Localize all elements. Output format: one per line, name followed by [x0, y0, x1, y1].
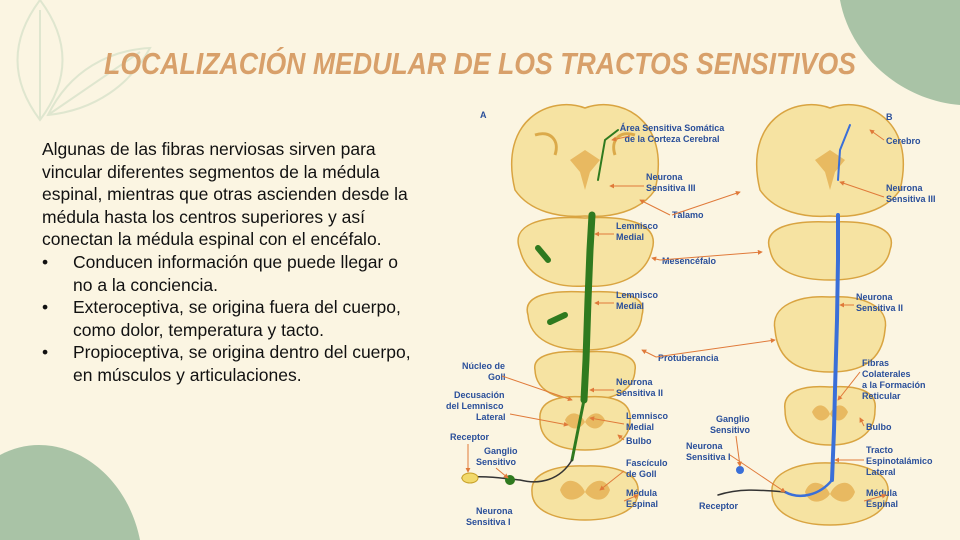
label-lemnisco-medial-c-2: Medial — [626, 422, 654, 432]
bullet-item: • Exteroceptiva, se origina fuera del cue… — [42, 296, 412, 341]
bullet-text: Exteroceptiva, se origina fuera del cuer… — [73, 297, 401, 340]
label-neurona-ii: Neurona — [616, 377, 654, 387]
label-neurona-i-2: Sensitiva I — [466, 517, 511, 527]
label-fibras-2: Colaterales — [862, 369, 911, 379]
sensory-tracts-illustration: A B Área Sensitiva Somática de la Cortez… — [446, 103, 936, 527]
label-fibras-3: a la Formación — [862, 380, 926, 390]
ganglion-b-marker — [736, 466, 744, 474]
label-neurona-iii: Neurona — [646, 172, 684, 182]
leader-arrows — [465, 129, 887, 502]
bullet-icon: • — [42, 251, 49, 272]
label-neurona-iii-b-2: Sensitiva III — [886, 194, 936, 204]
label-tracto-2: Espinotalámico — [866, 456, 933, 466]
label-area-sensitiva-2: de la Corteza Cerebral — [624, 134, 719, 144]
panel-b-tract — [717, 124, 851, 497]
label-medula-b: Médula — [866, 488, 898, 498]
label-lemnisco-2: Medial — [616, 232, 644, 242]
label-ganglio-a-2: Sensitivo — [476, 457, 517, 467]
label-ganglio-a: Ganglio — [484, 446, 518, 456]
label-nucleo-goll: Núcleo de — [462, 361, 505, 371]
label-lemnisco-medial-b: Lemnisco — [616, 290, 659, 300]
intro-paragraph: Algunas de las fibras nerviosas sirven p… — [42, 139, 408, 250]
bullet-text: Conducen información que puede llegar o … — [73, 251, 398, 295]
bullet-icon: • — [42, 342, 49, 363]
label-receptor-a: Receptor — [450, 432, 490, 442]
label-medula-b-2: Espinal — [866, 499, 898, 509]
label-tracto-3: Lateral — [866, 467, 896, 477]
label-area-sensitiva: Área Sensitiva Somática — [620, 123, 726, 133]
bullet-item: • Propioceptiva, se origina dentro del cu… — [42, 341, 412, 386]
label-neurona-ii-b: Neurona — [856, 292, 894, 302]
panel-b-label: B — [886, 112, 893, 122]
label-fasciculo-goll-2: de Goll — [626, 469, 657, 479]
label-receptor-b: Receptor — [699, 501, 739, 511]
receptor-a-marker — [461, 472, 479, 484]
label-medula-a: Médula — [626, 488, 658, 498]
label-fibras-4: Reticular — [862, 391, 901, 401]
label-decusacion-3: Lateral — [476, 412, 506, 422]
label-neurona-ii-b-2: Sensitiva II — [856, 303, 903, 313]
slide-body: Algunas de las fibras nerviosas sirven p… — [42, 138, 412, 387]
pons-section-b — [773, 296, 887, 373]
label-neurona-i: Neurona — [476, 506, 514, 516]
label-bulbo-a: Bulbo — [626, 436, 652, 446]
label-fasciculo-goll: Fascículo — [626, 458, 668, 468]
panel-a-labels: Área Sensitiva Somática de la Corteza Ce… — [446, 123, 725, 527]
panel-b-labels: Cerebro Neurona Sensitiva III Neurona Se… — [686, 136, 936, 511]
label-decusacion-2: del Lemnisco — [446, 401, 504, 411]
label-cerebro: Cerebro — [886, 136, 921, 146]
label-decusacion: Decusación — [454, 390, 505, 400]
label-nucleo-goll-2: Goll — [488, 372, 506, 382]
medulla-section-a — [539, 395, 631, 451]
label-mesencefalo: Mesencéfalo — [662, 256, 717, 266]
bullet-item: • Conducen información que puede llegar o… — [42, 251, 412, 296]
spinal-cord-section-b — [771, 462, 889, 526]
label-protuberancia: Protuberancia — [658, 353, 720, 363]
label-talamo: Tálamo — [672, 210, 704, 220]
label-bulbo-b: Bulbo — [866, 422, 892, 432]
label-tracto: Tracto — [866, 445, 894, 455]
corner-blob-bottom-left — [0, 444, 140, 540]
leaf-decoration-icon — [16, 0, 152, 122]
bullet-text: Propioceptiva, se origina dentro del cue… — [73, 342, 411, 385]
panel-a-label: A — [480, 110, 487, 120]
label-neurona-iii-2: Sensitiva III — [646, 183, 696, 193]
label-medula-a-2: Espinal — [626, 499, 658, 509]
label-fibras: Fibras — [862, 358, 889, 368]
spinal-cord-section-a — [531, 465, 639, 521]
label-neurona-i-b: Neurona — [686, 441, 724, 451]
corner-blob-top-right — [840, 0, 960, 105]
panel-b-tissue — [755, 103, 905, 526]
label-neurona-iii-b: Neurona — [886, 183, 924, 193]
midbrain-section-a — [517, 216, 655, 287]
label-neurona-ii-2: Sensitiva II — [616, 388, 663, 398]
slide-title: LOCALIZACIÓN MEDULAR DE LOS TRACTOS SENS… — [104, 46, 856, 81]
bullet-list: • Conducen información que puede llegar o… — [42, 251, 412, 387]
label-lemnisco: Lemnisco — [616, 221, 659, 231]
label-ganglio-b: Ganglio — [716, 414, 750, 424]
panel-b-grey-matter — [805, 150, 855, 502]
label-ganglio-b-2: Sensitivo — [710, 425, 751, 435]
bullet-icon: • — [42, 297, 49, 318]
label-lemnisco-medial-c: Lemnisco — [626, 411, 669, 421]
panel-a-tract — [461, 129, 619, 483]
label-lemnisco-medial-b-2: Medial — [616, 301, 644, 311]
midbrain-section-b — [767, 220, 893, 281]
label-neurona-i-b-2: Sensitiva I — [686, 452, 731, 462]
panel-a-grey-matter — [534, 132, 636, 500]
medulla-section-b — [784, 385, 876, 446]
